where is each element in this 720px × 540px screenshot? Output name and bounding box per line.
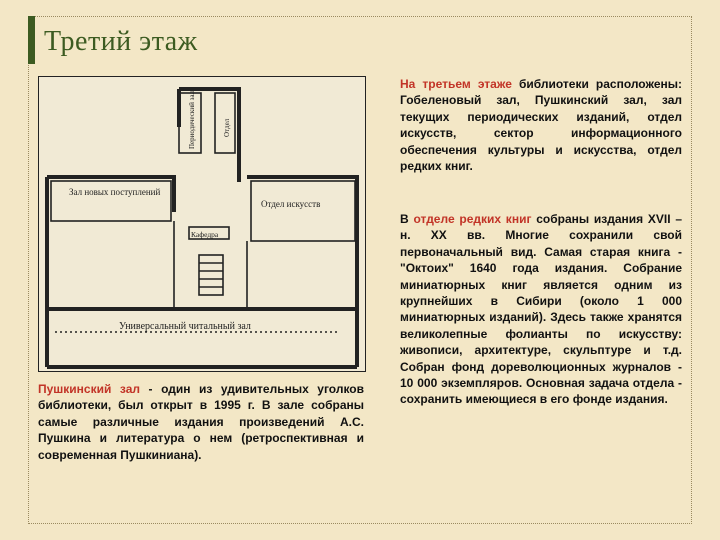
offices-room (214, 92, 236, 154)
frame-bottom-line (28, 523, 692, 524)
wall-north-right (179, 87, 241, 182)
cafe-room (188, 226, 230, 240)
new-arrivals-room (50, 180, 172, 222)
link-pushkin-hall[interactable]: Пушкинский зал (38, 382, 141, 396)
arts-room (250, 180, 356, 242)
label-cafe: Кафедра (191, 230, 219, 239)
page-title: Третий этаж (44, 26, 198, 57)
paragraph-third-floor: На третьем этаже библиотеки расположены:… (400, 76, 682, 174)
frame-top-line (28, 16, 692, 17)
wall-left-wing-top (47, 175, 176, 212)
label-new-arrivals: Зал новых поступлений (69, 187, 160, 197)
title-accent-bar (28, 16, 35, 64)
paragraph-rare-books-prefix: В (400, 212, 414, 226)
floor-plan-drawing: Зал новых поступлений Отдел искусств Каф… (45, 87, 359, 369)
staircase (198, 254, 224, 296)
label-periodicals: Периодический зал (188, 91, 196, 149)
link-rare-books[interactable]: отделе редких книг (413, 212, 532, 226)
link-third-floor[interactable]: На третьем этаже (400, 77, 512, 91)
paragraph-pushkin-hall-body: - один из удивительных уголков библиотек… (38, 382, 364, 462)
floor-plan: Зал новых поступлений Отдел искусств Каф… (38, 76, 366, 372)
label-reading-hall: Универсальный читальный зал (119, 321, 251, 332)
wall-right-wing (247, 175, 359, 367)
label-offices: Отдел (223, 118, 231, 137)
paragraph-rare-books-body: собраны издания XVII – н. XX вв. Многие … (400, 212, 683, 407)
frame-left-line (28, 16, 29, 524)
frame-right-line (691, 16, 692, 524)
periodicals-room (178, 92, 202, 154)
paragraph-third-floor-body: библиотеки расположены: Гобеленовый зал,… (400, 77, 682, 174)
paragraph-rare-books: В отделе редких книг собраны издания XVI… (400, 211, 682, 408)
label-arts: Отдел искусств (261, 199, 320, 209)
paragraph-pushkin-hall: Пушкинский зал - один из удивительных уг… (38, 381, 364, 463)
